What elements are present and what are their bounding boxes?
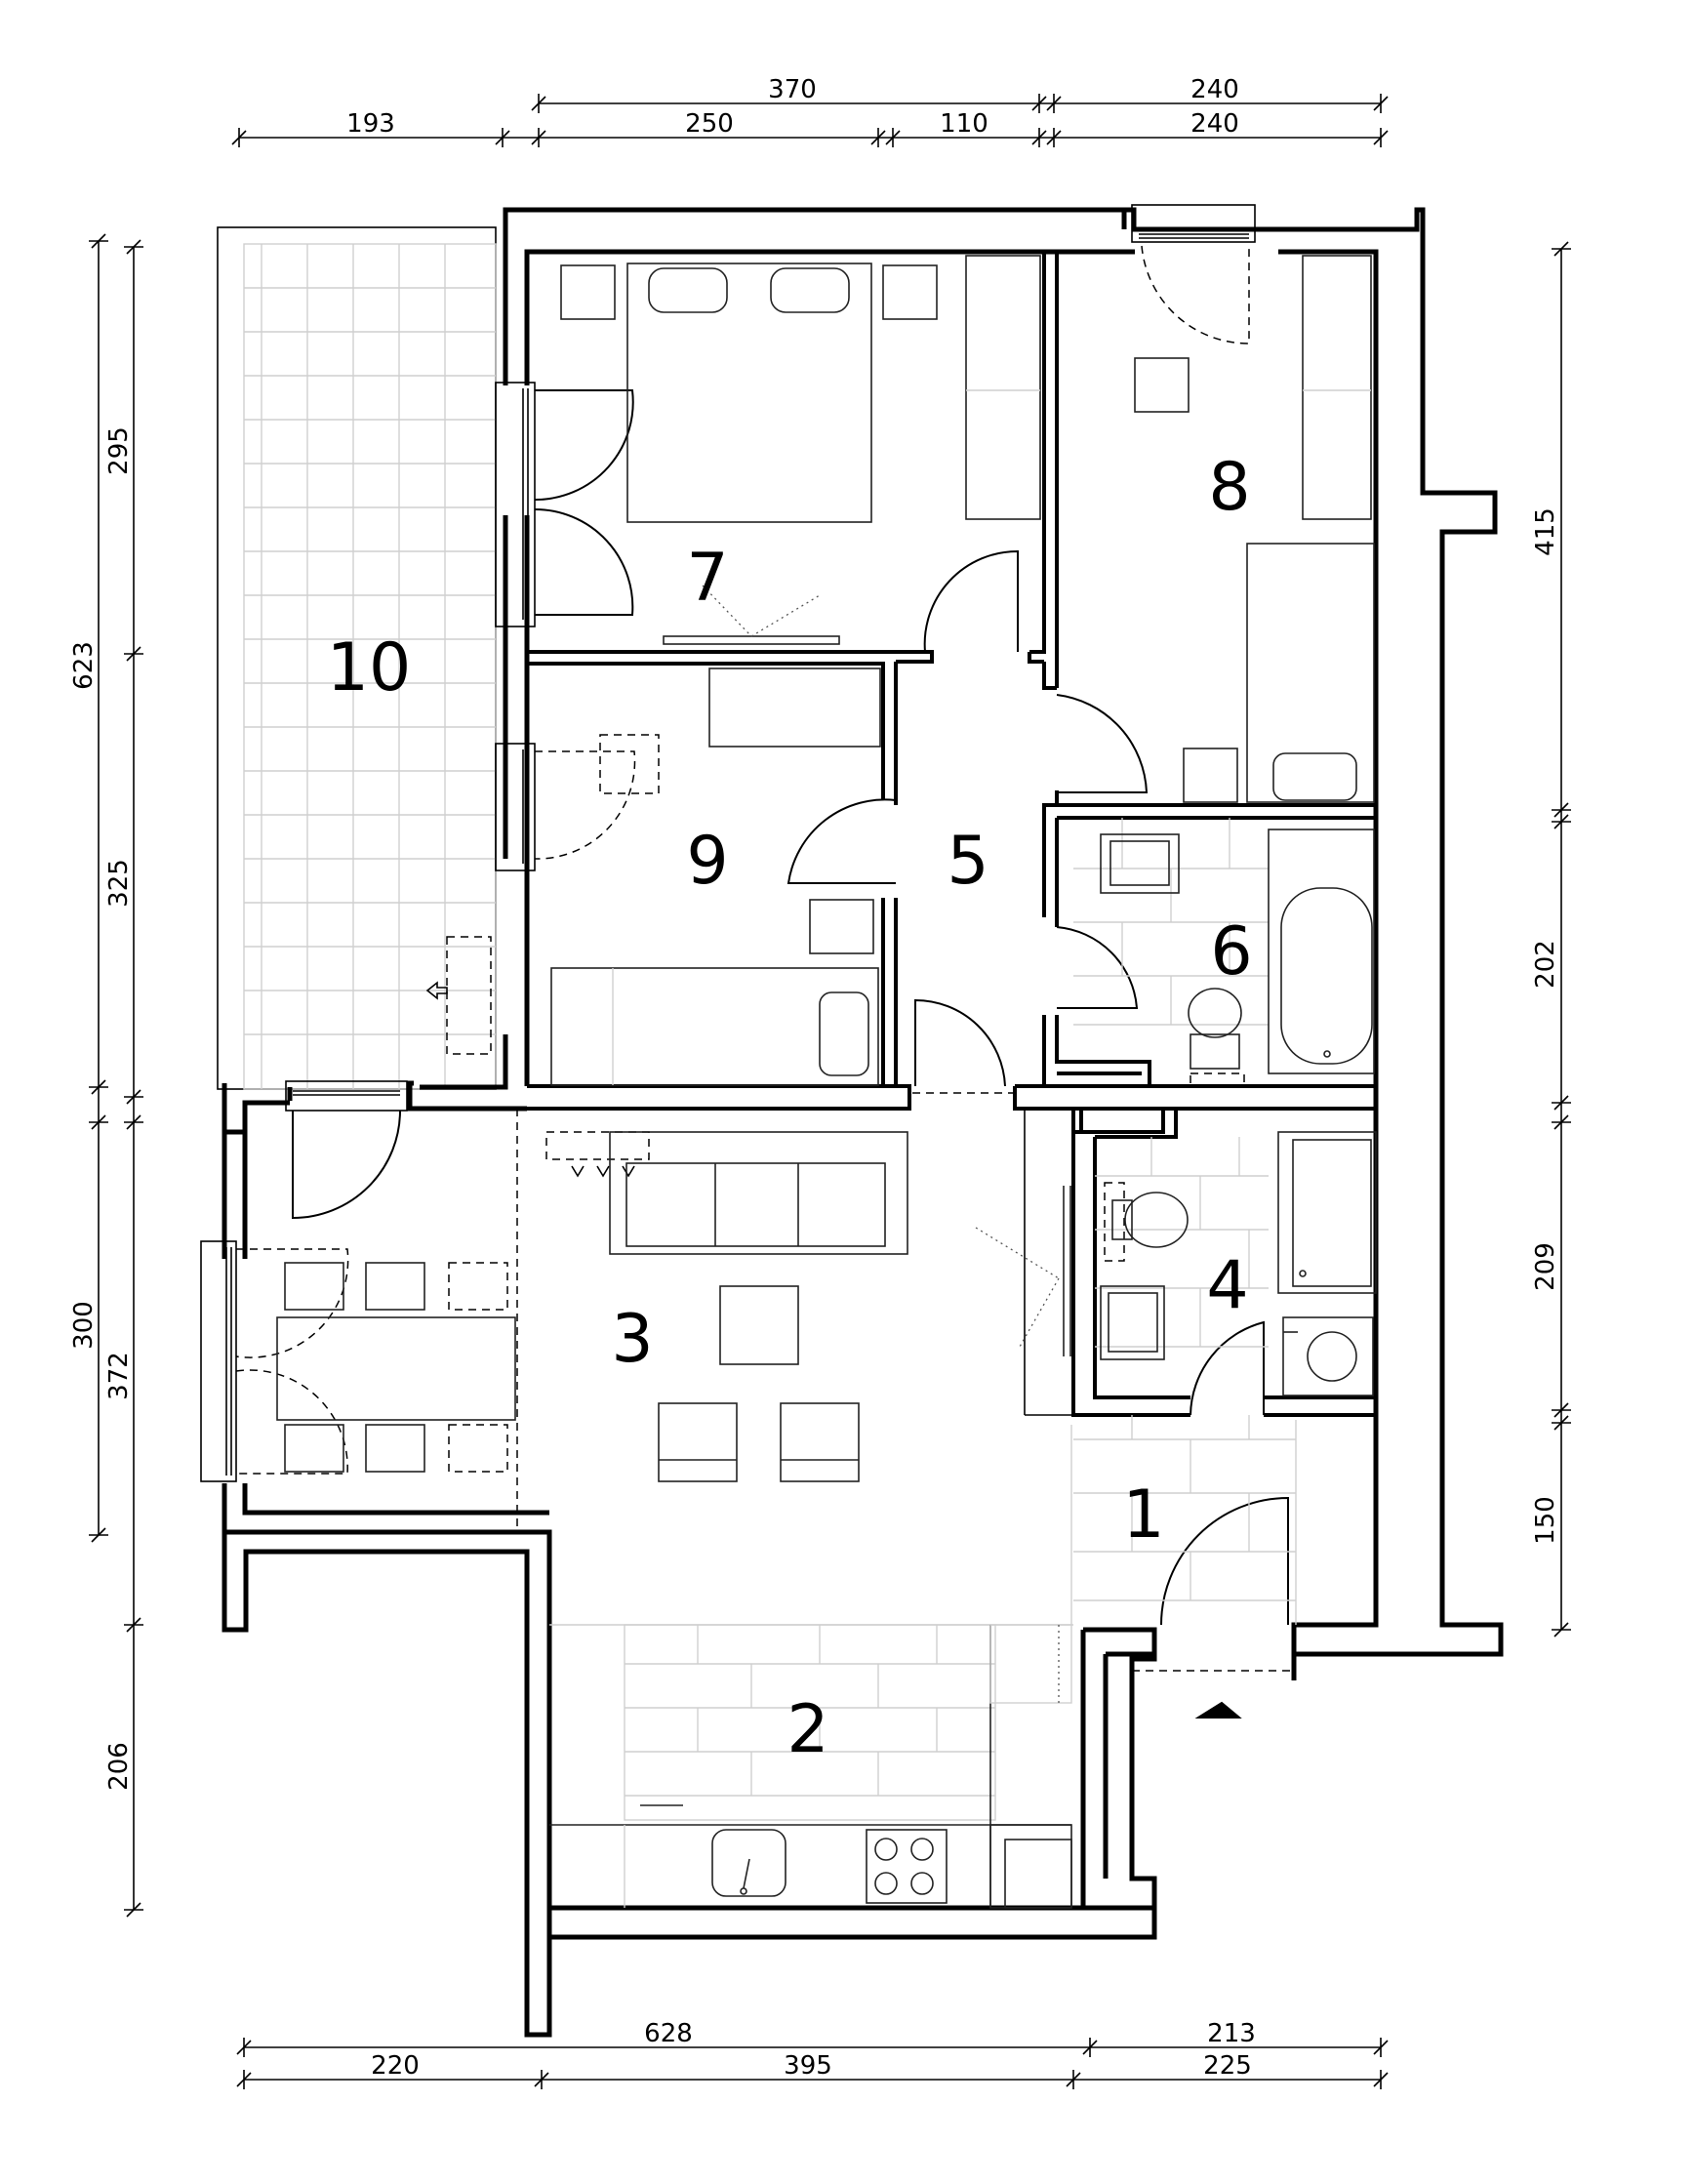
doors xyxy=(235,245,1294,1672)
dim-right-202: 202 xyxy=(1531,940,1560,989)
room-label-8: 8 xyxy=(1208,449,1250,526)
dimension-lines xyxy=(89,94,1571,2089)
room-label-4: 4 xyxy=(1206,1247,1248,1324)
dim-left-206: 206 xyxy=(104,1742,134,1791)
bathroom-6-fixtures xyxy=(1073,818,1375,1087)
dim-bottom-225: 225 xyxy=(1203,2051,1252,2081)
entrance-hall-tiles xyxy=(1070,1415,1297,1625)
dim-bottom-628: 628 xyxy=(644,2019,693,2048)
room-label-5: 5 xyxy=(947,823,988,900)
dim-top-240-lower: 240 xyxy=(1190,109,1239,139)
windows xyxy=(200,204,1256,1482)
dim-left-300: 300 xyxy=(69,1301,99,1350)
dim-top-250: 250 xyxy=(685,109,734,139)
dim-top-193: 193 xyxy=(346,109,395,139)
room-label-10: 10 xyxy=(327,629,412,707)
dimension-labels: 370 240 193 250 110 240 628 213 220 395 … xyxy=(69,75,1560,2081)
dim-top-370: 370 xyxy=(768,75,817,104)
bedroom-9-furniture xyxy=(550,667,881,1086)
dim-bottom-213: 213 xyxy=(1207,2019,1256,2048)
room-labels: 1 2 3 4 5 6 7 8 9 10 xyxy=(327,449,1253,1768)
room-label-2: 2 xyxy=(786,1691,828,1768)
dim-left-295: 295 xyxy=(104,426,134,475)
terrace-lounger-arrow-icon xyxy=(425,981,448,1000)
dim-top-240-upper: 240 xyxy=(1190,75,1239,104)
dim-left-325: 325 xyxy=(104,859,134,908)
bedroom-8-furniture xyxy=(1134,255,1375,803)
room-label-7: 7 xyxy=(686,540,728,617)
dim-left-623: 623 xyxy=(69,641,99,690)
dim-right-209: 209 xyxy=(1531,1242,1560,1291)
kitchen-furniture xyxy=(549,1624,1073,1909)
room-label-1: 1 xyxy=(1122,1476,1164,1554)
dim-left-372: 372 xyxy=(104,1352,134,1400)
bedroom-7-furniture xyxy=(560,255,1041,645)
room-label-3: 3 xyxy=(611,1301,653,1378)
interior-walls xyxy=(527,252,1378,1417)
dim-top-110: 110 xyxy=(940,109,988,139)
room-label-9: 9 xyxy=(686,823,728,900)
entrance-arrow-icon xyxy=(1194,1701,1242,1719)
bathroom-4-fixtures xyxy=(1095,1131,1377,1396)
terrace-tiles xyxy=(217,226,497,1090)
walls xyxy=(222,207,1504,2038)
dining-furniture xyxy=(276,1262,516,1473)
dim-right-415: 415 xyxy=(1531,507,1560,556)
dim-bottom-395: 395 xyxy=(784,2051,832,2081)
terrace-lounger xyxy=(446,936,492,1055)
dim-bottom-220: 220 xyxy=(371,2051,420,2081)
dim-right-150: 150 xyxy=(1531,1496,1560,1545)
living-room-furniture xyxy=(516,1109,1071,1527)
room-label-6: 6 xyxy=(1210,913,1252,991)
